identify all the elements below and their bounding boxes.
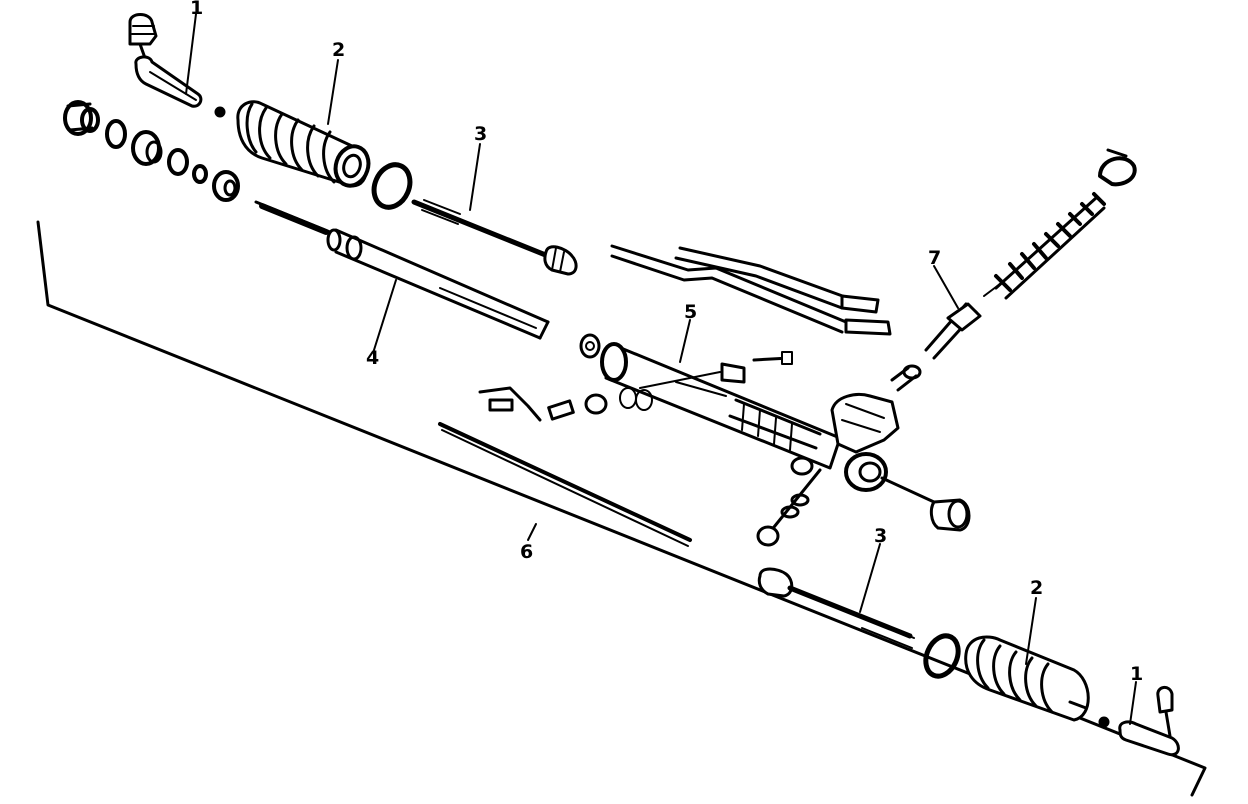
callout-5: 5 <box>684 301 697 323</box>
callout-labels: 1 2 3 4 5 6 7 3 2 1 <box>190 0 1143 685</box>
rack-housing <box>579 333 936 504</box>
valve-fittings <box>478 386 653 422</box>
end-bushing <box>929 498 971 532</box>
callout-6: 6 <box>520 541 533 563</box>
boot-bottom <box>964 635 1090 722</box>
callout-3-top: 3 <box>474 123 487 145</box>
callout-1-bottom: 1 <box>1130 663 1143 685</box>
callout-7: 7 <box>928 247 941 269</box>
pinion-nut-stack <box>756 468 822 547</box>
rack-bushing-set <box>63 100 240 202</box>
callout-3-bottom: 3 <box>874 525 887 547</box>
pinion-shaft-and-spring <box>890 148 1137 392</box>
boot-clamp-top <box>371 162 413 210</box>
boot-clamp-bottom <box>923 633 961 679</box>
callout-4: 4 <box>366 347 379 369</box>
frame-outline <box>36 220 1207 797</box>
fluid-lines <box>610 244 892 336</box>
leader-lines <box>185 13 1137 725</box>
outer-tie-rod-end-bottom <box>1098 686 1180 757</box>
outer-tie-rod-end-top <box>128 13 226 118</box>
boot-top <box>236 100 371 188</box>
inner-tie-rod-top <box>411 199 578 276</box>
callout-1-top: 1 <box>190 0 203 19</box>
callout-2-top: 2 <box>332 39 345 61</box>
steering-rack <box>254 200 550 340</box>
inner-tie-rod-bottom <box>757 567 915 649</box>
transfer-rod <box>438 422 692 547</box>
callout-2-bottom: 2 <box>1030 577 1043 599</box>
